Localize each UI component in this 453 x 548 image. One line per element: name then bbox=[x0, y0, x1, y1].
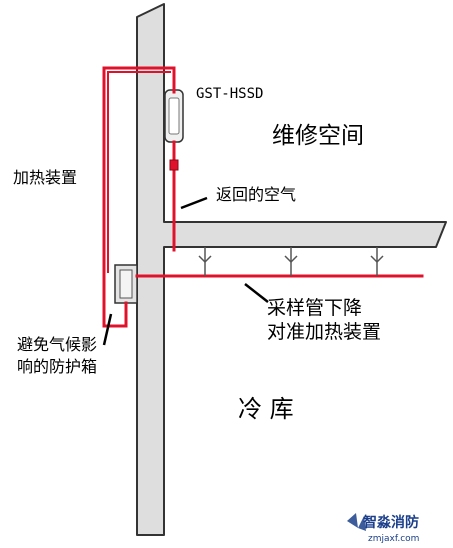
label-sampling-line1: 采样管下降 bbox=[267, 297, 362, 319]
wall-structure bbox=[136, 3, 447, 536]
watermark: 智淼消防 zmjaxf.com bbox=[347, 513, 419, 544]
heater-box-inner bbox=[119, 269, 133, 299]
arrow-enclosure bbox=[102, 313, 113, 346]
pipe-heater-bottom bbox=[102, 274, 128, 328]
label-device: GST-HSSD bbox=[196, 86, 263, 102]
watermark-name: 智淼消防 bbox=[362, 514, 419, 531]
label-heating-device: 加热装置 bbox=[13, 168, 77, 187]
arrow-sampling bbox=[244, 283, 269, 303]
pipe-loop-inner bbox=[107, 71, 171, 273]
arrow-return-air bbox=[180, 196, 208, 210]
label-enclosure-line2: 响的防护箱 bbox=[17, 357, 97, 376]
pipe-fitting bbox=[169, 159, 179, 171]
label-enclosure-line1: 避免气候影 bbox=[17, 335, 97, 354]
hanger-clamp-2 bbox=[284, 255, 298, 264]
label-maintenance-space: 维修空间 bbox=[272, 123, 364, 149]
pipe-loop-top bbox=[102, 66, 176, 278]
label-return-air: 返回的空气 bbox=[216, 185, 296, 204]
hanger-clamp-3 bbox=[370, 255, 384, 264]
hanger-clamp-1 bbox=[198, 255, 212, 264]
detector-unit-panel bbox=[168, 97, 180, 135]
label-sampling-line2: 对准加热装置 bbox=[267, 321, 381, 343]
hanger-clamps bbox=[198, 255, 384, 264]
watermark-url: zmjaxf.com bbox=[368, 534, 419, 544]
watermark-logo-icon bbox=[347, 513, 366, 531]
leader-lines bbox=[102, 196, 269, 346]
label-cold-storage: 冷 库 bbox=[238, 395, 294, 423]
